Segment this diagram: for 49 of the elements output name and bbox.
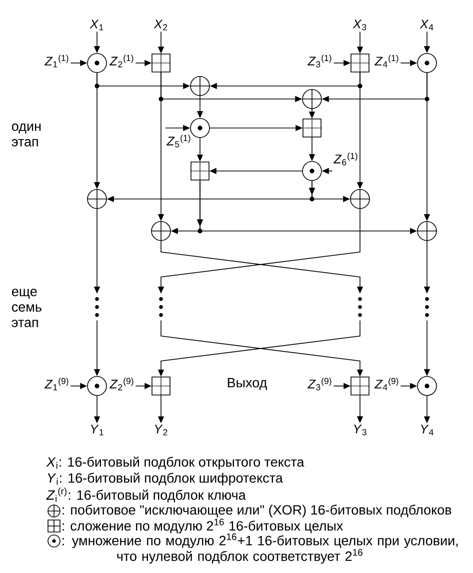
stage-label: один этап	[12, 124, 41, 146]
ellipsis-dots	[425, 297, 429, 317]
add-box	[350, 376, 370, 396]
input-label: X$_{4}$	[420, 20, 434, 30]
xor-circle	[190, 76, 210, 96]
xor-circle	[350, 188, 370, 210]
output-label: Y$_{2}$	[155, 424, 168, 436]
key-label: Z$_{2}$(1)	[109, 54, 134, 68]
multiply-circle	[87, 376, 107, 396]
key-label: Z$_{1}$(9)	[44, 378, 68, 390]
key-label: Z$_{2}$(9)	[109, 378, 134, 390]
multiply-circle	[190, 118, 210, 138]
add-box	[151, 376, 171, 396]
key-label: Z$_{4}$(9)	[374, 378, 398, 390]
add-box	[350, 53, 370, 73]
add-box	[190, 161, 210, 181]
key-label: Z$_{3}$(9)	[307, 378, 332, 390]
xor-circle	[150, 220, 172, 242]
key-label: Z$_{3}$(1)	[307, 54, 332, 68]
input-label: X$_{2}$	[154, 20, 168, 30]
multiply-circle	[302, 161, 322, 181]
input-label: X$_{3}$	[352, 20, 366, 30]
multiply-circle	[417, 53, 437, 73]
key-label: Z$_{1}$(1)	[44, 54, 68, 68]
legend-text: : умножение по модулю 2$^{16}$+1 16-битовых целых при условии, что нулевой подблок соответствует 2$^{16}$	[62, 533, 458, 564]
ellipsis-dots	[358, 297, 362, 317]
legend-text: : сложение по модулю 2$^{16}$ 16-битовых целых	[62, 518, 344, 534]
legend-text: Z$_{i}$$^{(r)}$: 16-битовый подблок ключа	[46, 488, 246, 502]
xor-circle	[302, 88, 322, 110]
key-label: Z$_{4}$(1)	[374, 54, 398, 68]
key-label: Z$_{6}$(1)	[333, 152, 358, 166]
output-label: Y$_{3}$	[354, 424, 366, 436]
legend-text: Y$_{i}$: 16-битовый подблок шифротекста	[48, 472, 283, 486]
key-label: Z$_{5}$(1)	[166, 134, 190, 148]
xor-circle	[416, 220, 438, 242]
multiply-circle	[87, 53, 107, 73]
input-label: X$_{1}$	[90, 20, 104, 30]
multiply-circle	[417, 376, 437, 396]
heading-text: Выход	[228, 378, 267, 390]
stage-label: еще семь этап	[12, 288, 42, 328]
legend-text: : побитовое "исключающее или" (XOR) 16-битовых подблоков	[62, 504, 452, 518]
add-box	[302, 118, 322, 138]
legend-text: X$_{i}$: 16-битовый подблок открытого текста	[46, 456, 304, 470]
output-label: Y$_{1}$	[91, 424, 104, 436]
add-box	[151, 53, 171, 73]
ellipsis-dots	[95, 297, 99, 317]
output-label: Y$_{4}$	[421, 424, 434, 436]
xor-circle	[86, 188, 108, 210]
ellipsis-dots	[159, 297, 163, 317]
